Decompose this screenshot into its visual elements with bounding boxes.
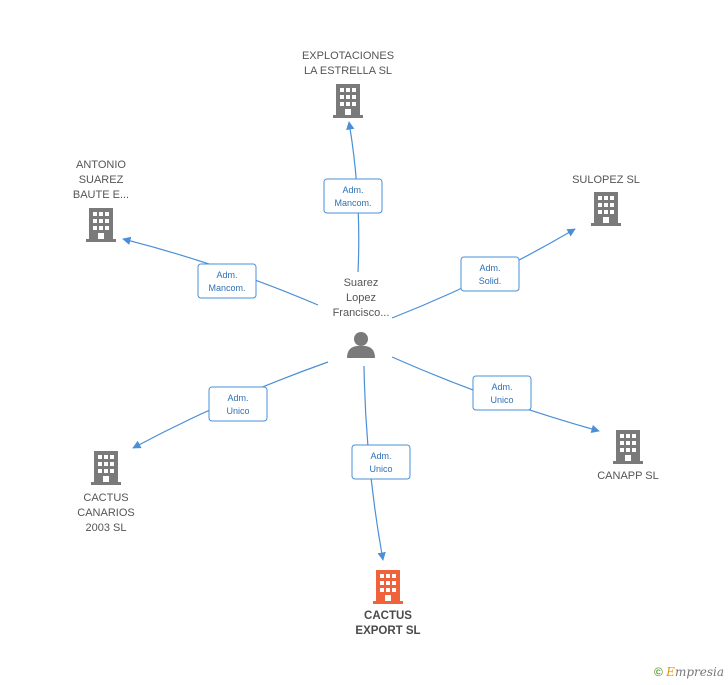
company-node-antonio[interactable]: ANTONIO SUAREZ BAUTE E... <box>73 159 129 242</box>
company-name-line: BAUTE E... <box>73 189 129 201</box>
relation-box[interactable] <box>323 178 383 214</box>
footer-brand: © Empresia <box>654 665 724 679</box>
relation-text: Adm. <box>491 382 512 392</box>
relation-text: Adm. <box>479 263 500 273</box>
relation-text: Solid. <box>479 276 502 286</box>
building-icon <box>591 192 621 226</box>
copyright-icon: © <box>653 665 663 679</box>
company-name-line: CACTUS <box>83 492 128 504</box>
person-name-line: Francisco... <box>333 307 390 319</box>
company-node-cactus-export[interactable]: CACTUS EXPORT SL <box>355 570 421 637</box>
person-icon <box>347 332 375 358</box>
relation-label-antonio[interactable]: Adm. Mancom. <box>197 263 257 299</box>
company-name-line: CACTUS <box>364 610 412 622</box>
company-name-line: EXPORT SL <box>355 625 420 637</box>
relation-text: Unico <box>490 395 513 405</box>
relation-text: Mancom. <box>334 198 371 208</box>
relation-label-canapp[interactable]: Adm. Unico <box>472 375 532 411</box>
relation-text: Mancom. <box>208 283 245 293</box>
company-name-line: 2003 SL <box>86 522 127 534</box>
company-nodes: EXPLOTACIONES LA ESTRELLA SL SULOPEZ SL ANT… <box>73 50 659 637</box>
company-name-line: LA ESTRELLA SL <box>304 65 392 77</box>
relation-label-cactus-export[interactable]: Adm. Unico <box>351 444 411 480</box>
relation-box[interactable] <box>208 386 268 422</box>
relation-label-sulopez[interactable]: Adm. Solid. <box>460 256 520 292</box>
company-name-line: SUAREZ <box>79 174 124 186</box>
person-name-line: Lopez <box>346 292 376 304</box>
relation-text: Adm. <box>342 185 363 195</box>
person-name-line: Suarez <box>344 277 379 289</box>
building-icon <box>333 84 363 118</box>
company-name-line: ANTONIO <box>76 159 126 171</box>
relation-labels: Adm. Mancom. Adm. Solid. Adm. Mancom. Adm. Unic… <box>197 178 532 480</box>
brand-initial: E <box>666 665 675 679</box>
company-node-cactus-canarios[interactable]: CACTUS CANARIOS 2003 SL <box>77 451 135 534</box>
relation-label-explotaciones[interactable]: Adm. Mancom. <box>323 178 383 214</box>
relation-box[interactable] <box>472 375 532 411</box>
building-icon <box>91 451 121 485</box>
relation-box[interactable] <box>351 444 411 480</box>
building-icon <box>613 430 643 464</box>
brand-name: mpresia <box>674 665 724 679</box>
company-name-line: CANARIOS <box>77 507 134 519</box>
company-node-explotaciones[interactable]: EXPLOTACIONES LA ESTRELLA SL <box>302 50 394 118</box>
building-icon <box>86 208 116 242</box>
company-node-canapp[interactable]: CANAPP SL <box>597 430 659 482</box>
company-node-sulopez[interactable]: SULOPEZ SL <box>572 174 640 226</box>
company-name-line: EXPLOTACIONES <box>302 50 394 62</box>
relation-text: Unico <box>226 406 249 416</box>
building-icon <box>373 570 403 604</box>
relation-text: Unico <box>369 464 392 474</box>
relation-box[interactable] <box>460 256 520 292</box>
relation-box[interactable] <box>197 263 257 299</box>
company-name-line: CANAPP SL <box>597 470 659 482</box>
relation-label-cactus-canarios[interactable]: Adm. Unico <box>208 386 268 422</box>
relation-text: Adm. <box>370 451 391 461</box>
company-name-line: SULOPEZ SL <box>572 174 640 186</box>
person-node[interactable]: SuarezLopezFrancisco... <box>333 277 390 358</box>
relation-text: Adm. <box>216 270 237 280</box>
relation-text: Adm. <box>227 393 248 403</box>
